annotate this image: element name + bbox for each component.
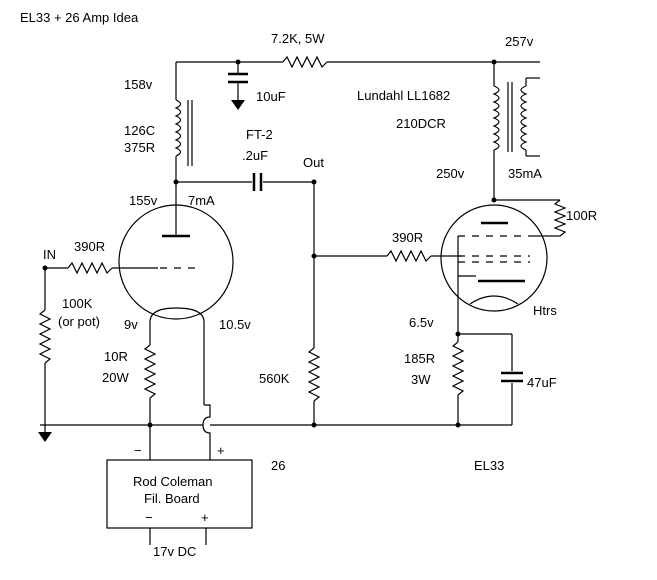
output-transformer-name: Lundahl LL1682	[357, 88, 450, 103]
capacitor-10uf-label: 10uF	[256, 89, 286, 104]
dc-input-label: 17v DC	[153, 544, 196, 559]
resistor-185r-label: 185R	[404, 351, 435, 366]
output-transformer	[492, 62, 540, 200]
board-minus-top: −	[134, 443, 142, 458]
resistor-560k	[307, 182, 321, 425]
choke-126c	[174, 62, 193, 182]
supply-voltage-label: 257v	[505, 34, 534, 49]
resistor-10r-watt-label: 20W	[102, 370, 129, 385]
input-label: IN	[43, 247, 56, 262]
triode-26	[118, 182, 234, 340]
board-plus-top: +	[217, 443, 225, 458]
triode-anode-voltage-label: 155v	[129, 193, 158, 208]
filament-neg-voltage-label: 9v	[124, 317, 138, 332]
output-node-label: Out	[303, 155, 324, 170]
resistor-100k-note: (or pot)	[58, 314, 100, 329]
resistor-185r	[451, 334, 465, 425]
cathode-network	[455, 331, 523, 425]
choke-resistance-label: 375R	[124, 140, 155, 155]
filament-board	[106, 459, 253, 545]
pentode-el33	[440, 204, 560, 334]
resistor-10r-label: 10R	[104, 349, 128, 364]
coupling-cap-value-label: .2uF	[242, 148, 268, 163]
pentode-current: 35mA	[508, 166, 542, 181]
supply-rail	[176, 59, 540, 65]
board-name-line1: Rod Coleman	[133, 474, 213, 489]
resistor-390r-grid-label: 390R	[392, 230, 423, 245]
output-transformer-dcr: 210DCR	[396, 116, 446, 131]
tube-el33-label: EL33	[474, 458, 504, 473]
resistor-390r-input	[67, 261, 113, 275]
resistor-7k2	[282, 55, 328, 69]
ground-symbol	[231, 100, 245, 110]
choke-name-label: 126C	[124, 123, 155, 138]
resistor-100k	[38, 309, 52, 425]
coupling-cap-type-label: FT-2	[246, 127, 273, 142]
resistor-10r	[143, 340, 157, 460]
coupling-capacitor	[173, 173, 317, 191]
resistor-100r-label: 100R	[566, 208, 597, 223]
board-plus-bottom: +	[201, 510, 209, 525]
capacitor-47uf-label: 47uF	[527, 375, 557, 390]
ground-bus	[38, 422, 512, 442]
resistor-390r-input-label: 390R	[74, 239, 105, 254]
pentode-anode-voltage: 250v	[436, 166, 465, 181]
tube-26-label: 26	[271, 458, 285, 473]
filament-pos-voltage-label: 10.5v	[219, 317, 251, 332]
heaters-label: Htrs	[533, 303, 557, 318]
resistor-100r-screen	[491, 197, 567, 237]
board-minus-bottom: −	[145, 510, 153, 525]
resistor-390r-grid	[314, 249, 455, 263]
resistor-560k-label: 560K	[259, 371, 290, 386]
triode-current-label: 7mA	[188, 193, 215, 208]
resistor-100k-label: 100K	[62, 296, 93, 311]
choke-voltage-label: 158v	[124, 77, 153, 92]
resistor-185r-watt-label: 3W	[411, 372, 431, 387]
filament-positive-wire	[202, 340, 211, 460]
cathode-voltage-label: 6.5v	[409, 315, 434, 330]
input-wiring	[42, 265, 158, 310]
capacitor-10uf	[228, 62, 248, 100]
resistor-7k2-label: 7.2K, 5W	[271, 31, 325, 46]
board-name-line2: Fil. Board	[144, 491, 200, 506]
diagram-title: EL33 + 26 Amp Idea	[20, 10, 139, 25]
